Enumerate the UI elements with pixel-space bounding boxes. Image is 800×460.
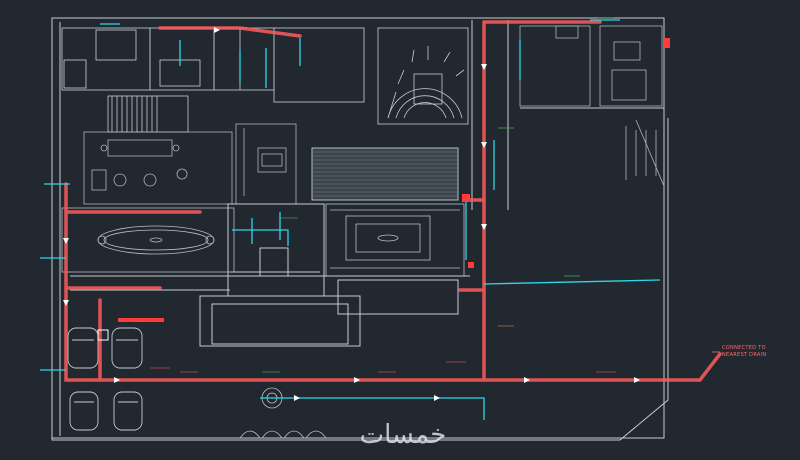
living-area [235,123,297,205]
staircase-left [107,95,189,133]
curved-staircase [377,27,469,125]
watermark-logo: خمسات [359,420,447,450]
callout-line-2: NEAREST DRAIN [722,352,767,358]
central-walls [70,203,470,347]
rooms-top-left [61,27,365,103]
majlis-hall [325,203,465,277]
dining-room [83,131,233,205]
right-service-rooms [519,25,665,187]
drain-callout: CONNECTED TO NEAREST DRAIN [722,345,766,359]
main-drain-pipes [64,20,722,382]
oval-table-room [61,207,235,273]
callout-line-1: CONNECTED TO [722,345,766,351]
car-parking [67,327,143,431]
flow-arrows [63,27,640,401]
pool [311,147,459,201]
pipe-tags [150,17,616,373]
garden-fountain [239,387,327,439]
manholes [97,38,670,341]
branch-pipes [40,19,661,420]
building-outline [51,17,669,441]
